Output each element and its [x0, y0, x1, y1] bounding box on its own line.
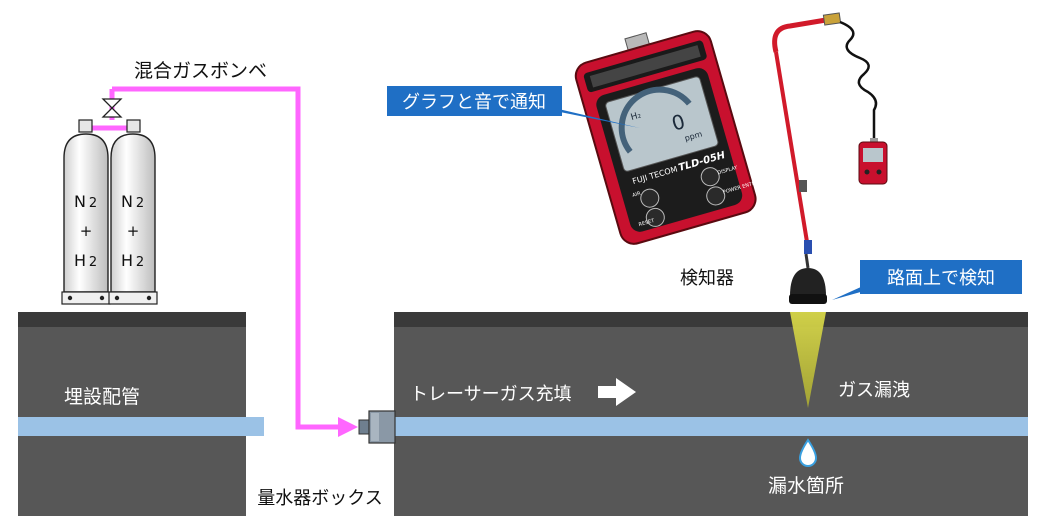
small-device — [858, 138, 888, 185]
probe — [772, 12, 878, 304]
cyl2-n: N — [121, 192, 133, 211]
cyl2-two: 2 — [136, 196, 144, 211]
cyl1-plus: + — [80, 222, 93, 240]
ground-right — [394, 312, 1028, 516]
buried-pipe-left — [18, 417, 264, 436]
cyl1-h: H — [74, 251, 86, 270]
cylinder-valve — [86, 89, 134, 131]
notify-callout: グラフと音で通知 — [387, 86, 640, 128]
cylinder-label: 混合ガスボンベ — [134, 60, 267, 82]
surface-callout: 路面上で検知 — [832, 260, 1022, 300]
buried-pipe-right — [394, 417, 1028, 436]
supply-line — [112, 86, 340, 430]
cyl2-two-b: 2 — [136, 255, 144, 270]
cyl2-h: H — [121, 251, 133, 270]
flow-arrow — [598, 378, 636, 406]
btn-air: AIR — [632, 191, 642, 199]
detector-device: 0 H₂ ppm FUJI TECOM TLD-05H AIR DISPLAY … — [574, 30, 760, 245]
device-reading: 0 — [669, 109, 688, 136]
meter-box-label: 量水器ボックス — [257, 488, 382, 509]
cyl1-two: 2 — [89, 196, 97, 211]
surface-detect-label: 路面上で検知 — [887, 268, 995, 289]
cylinder-1 — [61, 119, 111, 305]
cyl1-two-b: 2 — [89, 255, 97, 270]
btn-display: DISPLAY — [717, 165, 739, 177]
meter-box-pit — [246, 327, 394, 477]
gas-leak-label: ガス漏洩 — [838, 380, 910, 401]
notify-label: グラフと音で通知 — [402, 92, 546, 113]
cyl1-n: N — [74, 192, 86, 211]
meter-connector — [358, 410, 396, 444]
cylinder-2 — [108, 119, 158, 305]
buried-pipe-label: 埋設配管 — [64, 386, 140, 408]
water-drop-icon — [798, 438, 818, 467]
btn-reset: RESET — [638, 218, 656, 228]
ground-left — [18, 312, 246, 516]
detector-label: 検知器 — [680, 268, 734, 289]
device-gas: H₂ — [630, 110, 643, 123]
leak-point-label: 漏水箇所 — [768, 475, 844, 497]
cyl2-plus: + — [127, 222, 140, 240]
supply-arrow — [338, 417, 358, 437]
gas-plume — [790, 312, 826, 408]
tracer-fill-label: トレーサーガス充填 — [410, 384, 572, 405]
